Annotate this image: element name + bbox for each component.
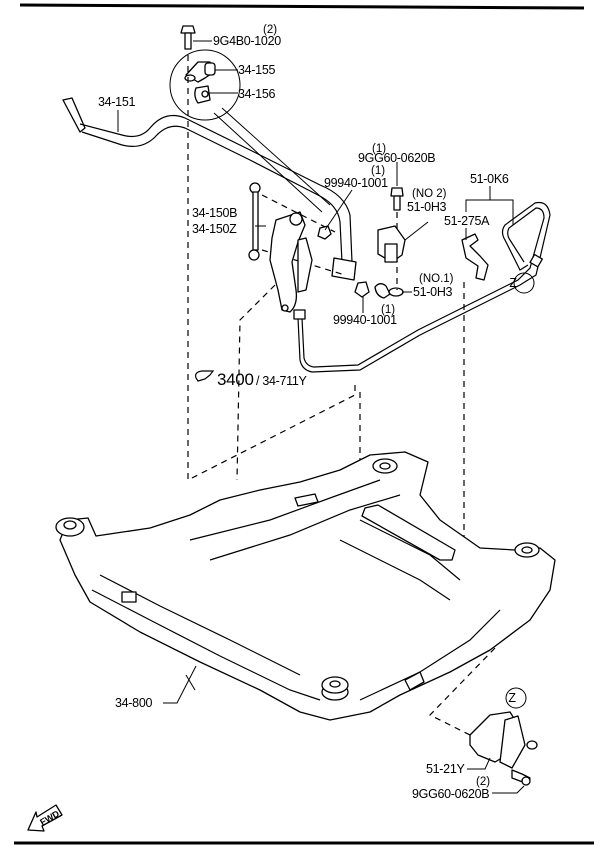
- leader-detail: [221, 107, 331, 206]
- leader-detail-2: [213, 112, 323, 213]
- harness-51-0k6[interactable]: [293, 201, 551, 373]
- qty-nut-upper: (1): [371, 165, 385, 177]
- stabilizer-bar[interactable]: [62, 97, 357, 281]
- height-sensor-no1[interactable]: [374, 283, 404, 299]
- ref-marker-z-bottom: [505, 687, 527, 709]
- bolt-9gg60-top[interactable]: [390, 187, 404, 211]
- top-rule: [19, 3, 585, 10]
- knuckle-arm[interactable]: [269, 211, 313, 313]
- label-34-150z[interactable]: 34-150Z: [192, 222, 237, 236]
- label-51-0h3-no2[interactable]: 51-0H3: [407, 200, 447, 214]
- label-51-0h3-no1[interactable]: 51-0H3: [413, 285, 453, 299]
- label-34-156[interactable]: 34-156: [238, 87, 276, 101]
- ref-marker-z-top: [513, 272, 535, 294]
- qty-bolt-sensor: (1): [372, 143, 386, 155]
- label-9gg60-0620b-top[interactable]: 9GG60-0620B: [358, 151, 436, 165]
- guide-line-link-upper: [261, 194, 336, 233]
- ref-marker-z-bottom-label: Z: [508, 691, 516, 705]
- detail-circle: [169, 49, 241, 121]
- height-sensor-no2[interactable]: [377, 225, 406, 263]
- label-34-150b[interactable]: 34-150B: [192, 206, 237, 220]
- crossmember-34-800[interactable]: [55, 451, 556, 721]
- ref-marker-z-top-label: Z: [509, 276, 517, 290]
- leader-nut-upper: [324, 189, 353, 231]
- bracket-34-155[interactable]: [184, 61, 216, 83]
- ref-sub[interactable]: / 34-711Y: [256, 374, 308, 388]
- note-sensor-no1: (NO.1): [419, 273, 454, 285]
- leader-crossmember-2: [163, 665, 197, 704]
- leader-51-21y: [467, 757, 491, 770]
- guide-line-bottom: [428, 647, 496, 736]
- label-34-151[interactable]: 34-151: [98, 95, 136, 109]
- guide-line-ref: [236, 284, 276, 481]
- label-51-21y[interactable]: 51-21Y: [426, 762, 466, 776]
- label-99940-1001-upper[interactable]: 99940-1001: [324, 176, 388, 190]
- note-sensor-no2: (NO 2): [412, 188, 447, 200]
- label-51-0k6[interactable]: 51-0K6: [470, 172, 509, 186]
- leader-crossmember: [185, 674, 196, 691]
- bracket-51-21y[interactable]: [469, 711, 538, 769]
- nut-99940-upper[interactable]: [317, 225, 332, 240]
- ref-main[interactable]: 3400: [217, 370, 254, 389]
- bolt-9g4b0-1020[interactable]: [180, 25, 196, 50]
- qty-bolt-top: (2): [263, 24, 277, 36]
- stabilizer-link[interactable]: [248, 182, 261, 261]
- label-99940-1001-lower[interactable]: 99940-1001: [333, 313, 397, 327]
- bracket-51-275a[interactable]: [461, 233, 489, 281]
- label-9gg60-0620b-bottom[interactable]: 9GG60-0620B: [412, 787, 490, 801]
- leader-bolt-bottom: [492, 785, 525, 794]
- bolt-9gg60-bottom[interactable]: [511, 769, 531, 786]
- qty-bolt-bottom: (2): [476, 776, 490, 788]
- qty-nut-lower: (1): [381, 304, 395, 316]
- hand-pointer-icon: [195, 370, 215, 382]
- guide-line-center: [187, 385, 356, 481]
- label-51-275a[interactable]: 51-275A: [444, 214, 490, 228]
- bushing-34-156[interactable]: [194, 85, 211, 104]
- nut-99940-lower[interactable]: [354, 281, 370, 298]
- label-9g4b0-1020[interactable]: 9G4B0-1020: [213, 34, 282, 48]
- fwd-arrow-icon: [27, 804, 63, 832]
- label-34-155[interactable]: 34-155: [238, 63, 276, 77]
- label-34-800[interactable]: 34-800: [115, 696, 153, 710]
- leader-sensor-no2: [404, 221, 429, 241]
